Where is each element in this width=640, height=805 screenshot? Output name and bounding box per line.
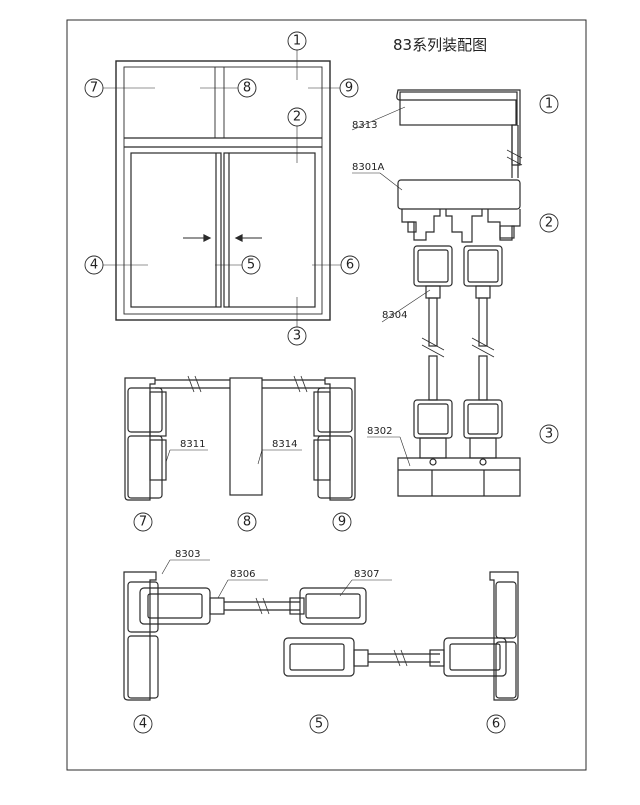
callout-numbers: 1 2 3 4 5 6 7 8 9 1 2 3 7 8 9 4 5 6	[90, 34, 553, 732]
callout-6-section: 6	[492, 717, 500, 732]
callout-circle-1b	[539, 94, 559, 114]
callout-4: 4	[90, 258, 98, 273]
part-label-8311: 8311	[180, 439, 205, 450]
callout-circle-8	[237, 78, 257, 98]
callout-5: 5	[247, 258, 255, 273]
callout-6: 6	[346, 258, 354, 273]
callout-9: 9	[345, 81, 353, 96]
callout-circle-3	[287, 326, 307, 346]
callout-circle-3b	[539, 424, 559, 444]
callout-circle-9	[339, 78, 359, 98]
part-label-8301a: 8301A	[352, 162, 384, 173]
drawing-title: 83系列装配图	[393, 36, 487, 54]
part-label-8307: 8307	[354, 569, 379, 580]
callout-circle-4b	[133, 714, 153, 734]
callout-circle-7b	[133, 512, 153, 532]
callout-3-section: 3	[545, 427, 553, 442]
callout-circle-6	[340, 255, 360, 275]
vertical-section	[351, 89, 523, 497]
section-4-5-6	[123, 559, 519, 701]
section-7-8-9	[124, 375, 356, 501]
callout-8-section: 8	[243, 515, 251, 530]
callout-2: 2	[293, 110, 301, 125]
callout-circle-7	[84, 78, 104, 98]
callout-1: 1	[293, 34, 301, 49]
part-label-8303: 8303	[175, 549, 200, 560]
callout-circle-5	[241, 255, 261, 275]
callout-7: 7	[90, 81, 98, 96]
part-label-8314: 8314	[272, 439, 297, 450]
callout-circle-9b	[332, 512, 352, 532]
callout-1-section: 1	[545, 97, 553, 112]
callout-5-section: 5	[315, 717, 323, 732]
callout-circle-1	[287, 31, 307, 51]
callout-circle-2	[287, 107, 307, 127]
window-elevation	[103, 50, 341, 327]
callout-3: 3	[293, 329, 301, 344]
callout-8: 8	[243, 81, 251, 96]
callout-circle-8b	[237, 512, 257, 532]
part-label-8306: 8306	[230, 569, 255, 580]
part-label-8302: 8302	[367, 426, 392, 437]
part-labels: 8313 8301A 8304 8302 8311 8314 8303 8306…	[175, 120, 407, 580]
drawing-border	[66, 19, 587, 771]
callout-circle-4	[84, 255, 104, 275]
part-label-8313: 8313	[352, 120, 377, 131]
callout-4-section: 4	[139, 717, 147, 732]
callout-7-section: 7	[139, 515, 147, 530]
callout-9-section: 9	[338, 515, 346, 530]
callout-2-section: 2	[545, 216, 553, 231]
callout-circle-5b	[309, 714, 329, 734]
callout-circle-6b	[486, 714, 506, 734]
callout-circles	[84, 31, 559, 734]
part-label-8304: 8304	[382, 310, 407, 321]
callout-circle-2b	[539, 213, 559, 233]
